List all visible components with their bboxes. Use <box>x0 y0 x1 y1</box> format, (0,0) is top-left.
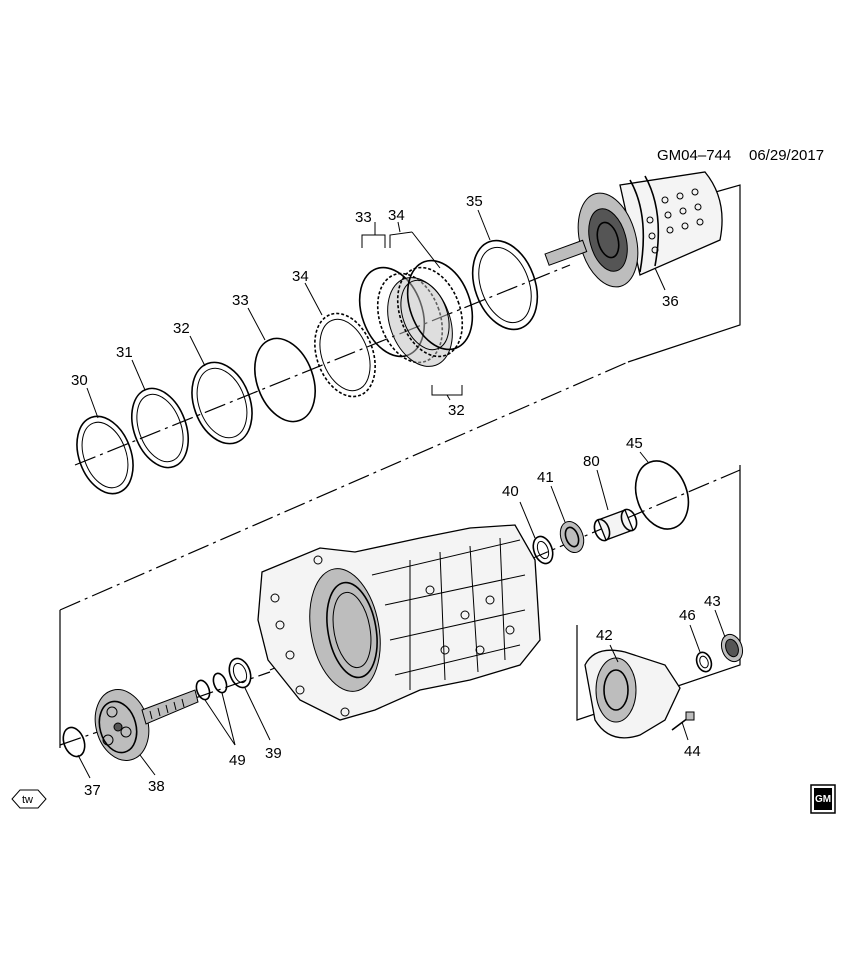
upper-axis <box>74 264 571 466</box>
tw-logo: tw <box>11 789 47 809</box>
callout-44: 44 <box>684 743 701 760</box>
clutch-plate-32 <box>191 361 253 445</box>
callout-32-pack: 32 <box>448 402 465 419</box>
callout-33-pack: 33 <box>355 209 372 226</box>
bearing-40 <box>532 535 554 565</box>
callout-labels: 30 31 32 33 34 33 34 32 35 36 40 41 80 4… <box>71 193 721 799</box>
friction-plate-34 <box>314 312 376 398</box>
callout-36: 36 <box>662 293 679 310</box>
callout-49: 49 <box>229 752 246 769</box>
callout-80: 80 <box>583 453 600 470</box>
callout-46: 46 <box>679 607 696 624</box>
snap-ring-37 <box>62 726 86 758</box>
callout-40: 40 <box>502 483 519 500</box>
extension-housing-42 <box>576 585 741 739</box>
lower-assembly <box>59 451 744 779</box>
sleeve-80 <box>593 508 638 542</box>
clutch-pack-stack <box>358 259 474 367</box>
clutch-plate-30 <box>76 415 134 495</box>
svg-text:tw: tw <box>22 794 33 806</box>
seal-ring-45 <box>634 460 690 530</box>
thrust-washer-39 <box>228 657 252 689</box>
svg-text:GM: GM <box>815 794 831 805</box>
callout-34: 34 <box>292 268 309 285</box>
diagram-date: 06/29/2017 <box>749 147 824 164</box>
bracket-33 <box>361 234 386 248</box>
callout-35: 35 <box>466 193 483 210</box>
clutch-housing-36 <box>544 171 723 288</box>
connecting-axis <box>59 361 629 611</box>
callout-30: 30 <box>71 372 88 389</box>
callout-32: 32 <box>173 320 190 337</box>
gm-logo: GM <box>810 784 836 814</box>
upper-assembly <box>59 171 741 611</box>
planetary-carrier-38 <box>94 689 199 761</box>
callout-38: 38 <box>148 778 165 795</box>
upper-frame <box>627 184 741 363</box>
callout-42: 42 <box>596 627 613 644</box>
bolt-44 <box>671 711 695 731</box>
callout-43: 43 <box>704 593 721 610</box>
transmission-case <box>257 524 541 721</box>
seals-49 <box>195 672 228 701</box>
bearing-41 <box>559 521 585 553</box>
callout-45: 45 <box>626 435 643 452</box>
callout-31: 31 <box>116 344 133 361</box>
wave-plate-35 <box>471 239 539 331</box>
seal-43 <box>720 633 744 663</box>
snap-ring-33 <box>254 337 316 423</box>
bracket-32 <box>431 385 463 396</box>
callout-41: 41 <box>537 469 554 486</box>
clutch-plate-31 <box>131 387 189 469</box>
bracket-34 <box>389 231 413 248</box>
bushing-46 <box>695 651 713 673</box>
callout-33: 33 <box>232 292 249 309</box>
callout-37: 37 <box>84 782 101 799</box>
callout-34-pack: 34 <box>388 207 405 224</box>
diagram-id: GM04–744 <box>657 147 731 164</box>
callout-39: 39 <box>265 745 282 762</box>
